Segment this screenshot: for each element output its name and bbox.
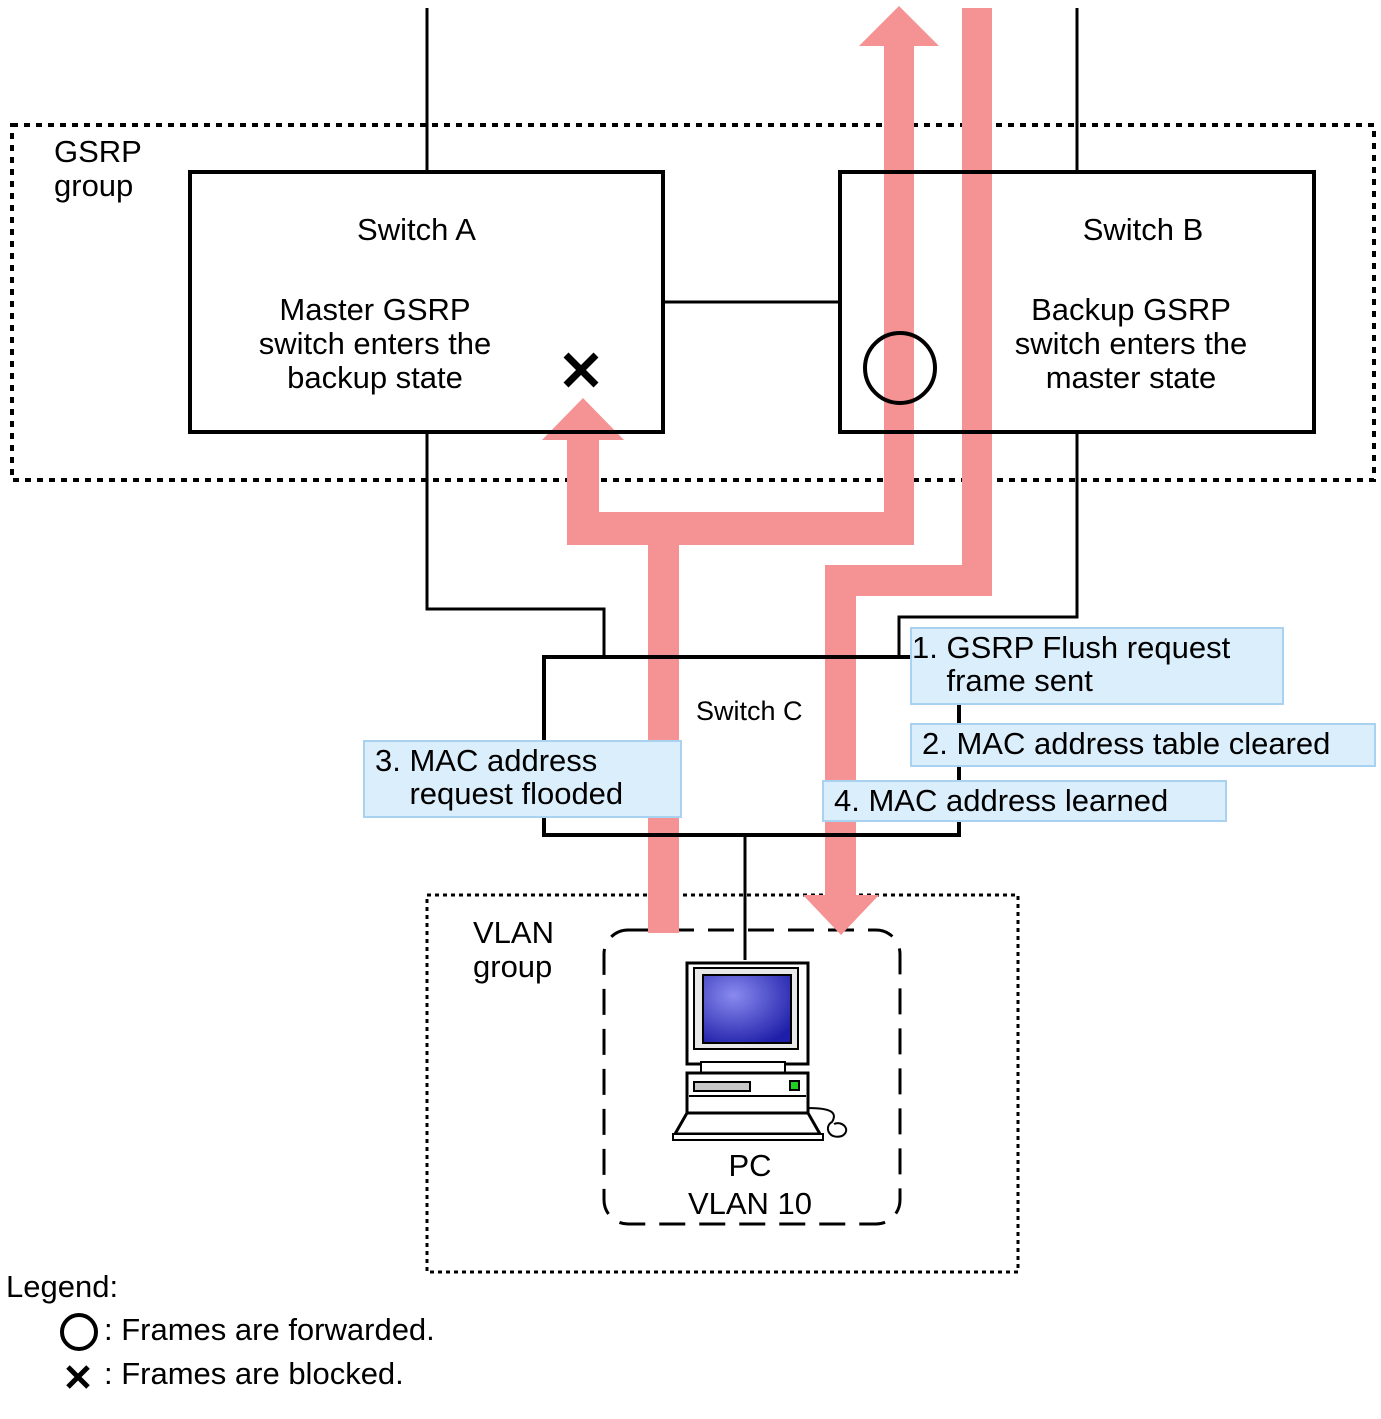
pc-vlan: VLAN 10 — [687, 1186, 813, 1221]
cross-icon — [563, 352, 599, 388]
gsrp-group-boundary — [10, 123, 1376, 482]
note-address-learned: 4. MAC address learned — [822, 780, 1227, 822]
learn-arrow — [803, 8, 992, 935]
legend-title: Legend: — [6, 1269, 119, 1304]
switch-a-box — [188, 170, 665, 434]
network-links — [425, 8, 1079, 960]
note-flush-request: 1. GSRP Flush request frame sent — [910, 627, 1284, 705]
note-table-cleared: 2. MAC address table cleared — [910, 723, 1376, 767]
computer-icon — [672, 961, 848, 1141]
pc-boundary — [602, 928, 902, 1226]
note-request-flooded: 3. MAC address request flooded — [363, 740, 682, 818]
switch-a-description: Master GSRP switch enters the backup sta… — [258, 292, 492, 395]
gsrp-group-label: GSRP group — [54, 134, 142, 203]
switch-b-name: Switch B — [1082, 212, 1204, 247]
legend-circle-icon — [60, 1313, 98, 1351]
switch-b-box — [838, 170, 1316, 434]
legend-blocked-text: : Frames are blocked. — [104, 1356, 404, 1391]
circle-icon — [863, 331, 937, 405]
switch-b-description: Backup GSRP switch enters the master sta… — [1014, 292, 1248, 395]
flood-arrow — [542, 6, 939, 933]
switch-a-name: Switch A — [357, 212, 476, 247]
vlan-group-boundary — [425, 893, 1020, 1274]
switch-c-name: Switch C — [696, 696, 803, 726]
pc-name: PC — [728, 1148, 772, 1183]
vlan-group-label: VLAN group — [473, 915, 554, 984]
legend-cross-icon — [66, 1365, 90, 1389]
frame-flow-arrows — [542, 6, 992, 935]
legend-forwarded-text: : Frames are forwarded. — [104, 1312, 435, 1347]
